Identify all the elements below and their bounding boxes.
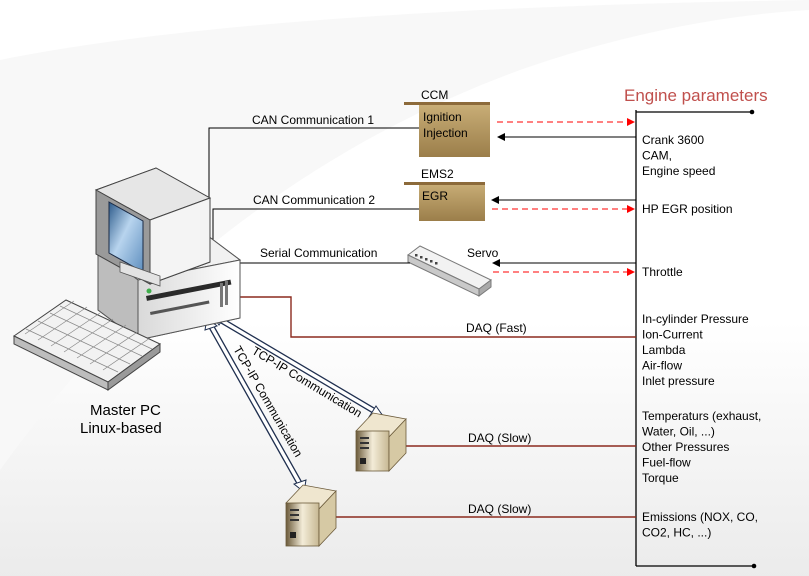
parameter-line: Ion-Current bbox=[642, 328, 703, 342]
parameter-line: Engine speed bbox=[642, 164, 715, 178]
daq-slow-1-label: DAQ (Slow) bbox=[468, 431, 531, 445]
ccm-module bbox=[419, 104, 490, 157]
desktop-computer-icon bbox=[94, 167, 242, 341]
parameter-line: CO2, HC, ...) bbox=[642, 526, 711, 540]
parameter-line: CAM, bbox=[642, 149, 672, 163]
master-pc-sublabel: Linux-based bbox=[80, 420, 162, 437]
can2-label: CAN Communication 2 bbox=[253, 193, 375, 207]
parameter-line: Crank 3600 bbox=[642, 133, 704, 147]
bus-bottom-dot bbox=[751, 563, 757, 569]
keyboard-icon bbox=[13, 299, 161, 391]
parameter-line: Throttle bbox=[642, 265, 683, 279]
parameter-line: In-cylinder Pressure bbox=[642, 312, 749, 326]
background-curve bbox=[0, 10, 809, 576]
ccm-injection-label: Injection bbox=[423, 126, 468, 140]
daq-slow-2-label: DAQ (Slow) bbox=[468, 502, 531, 516]
ems2-module-bar bbox=[404, 182, 485, 185]
param-group-throttle: Throttle bbox=[642, 265, 683, 279]
parameter-line: Emissions (NOX, CO, bbox=[642, 510, 758, 524]
background-curve-top bbox=[0, 0, 809, 470]
daq-fast-line bbox=[230, 296, 636, 338]
can1-label: CAN Communication 1 bbox=[252, 113, 374, 127]
parameter-line: Inlet pressure bbox=[642, 374, 715, 388]
param-group-slow-1: Temperaturs (exhaust, Water, Oil, ...)Oth… bbox=[642, 409, 761, 485]
diagram-title: Engine parameters bbox=[624, 86, 768, 105]
server-icon bbox=[285, 484, 337, 548]
ems2-label: EMS2 bbox=[421, 167, 454, 181]
ccm-label: CCM bbox=[421, 88, 448, 102]
daq-fast-label: DAQ (Fast) bbox=[466, 321, 527, 335]
server-icon bbox=[355, 412, 407, 473]
parameter-line: Air-flow bbox=[642, 359, 682, 373]
parameter-line: Torque bbox=[642, 471, 679, 485]
parameter-line: Temperaturs (exhaust, bbox=[642, 409, 761, 423]
serial-label: Serial Communication bbox=[260, 246, 377, 260]
parameter-line: Water, Oil, ...) bbox=[642, 425, 715, 439]
bus-top-dot bbox=[749, 109, 755, 115]
ems2-module bbox=[419, 183, 485, 221]
servo-label: Servo bbox=[467, 246, 499, 260]
ccm-module-bar bbox=[404, 102, 490, 105]
serial-device-icon bbox=[407, 245, 492, 297]
param-group-egr: HP EGR position bbox=[642, 202, 733, 216]
parameter-line: Other Pressures bbox=[642, 440, 729, 454]
master-pc-label: Master PC bbox=[90, 402, 161, 419]
can2-link-line bbox=[212, 208, 419, 250]
parameter-line: Lambda bbox=[642, 343, 686, 357]
parameter-line: HP EGR position bbox=[642, 202, 733, 216]
ccm-ignition-label: Ignition bbox=[423, 110, 462, 124]
parameter-line: Fuel-flow bbox=[642, 456, 691, 470]
ems2-egr-label: EGR bbox=[422, 189, 448, 203]
param-group-slow-2: Emissions (NOX, CO, CO2, HC, ...) bbox=[642, 510, 758, 540]
param-group-fast: In-cylinder PressureIon-CurrentLambdaAir… bbox=[642, 312, 749, 388]
